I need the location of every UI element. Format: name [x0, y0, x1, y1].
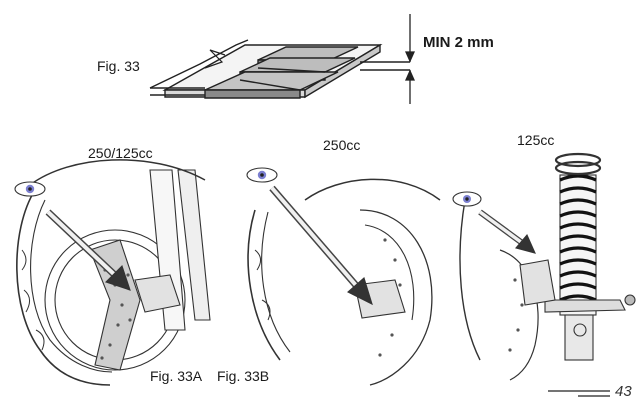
panel-2-caption: 250cc — [323, 137, 361, 153]
eye-icon — [452, 191, 482, 207]
page-number: 43 — [615, 383, 632, 400]
panel-3-caption: 125cc — [517, 132, 555, 148]
measurement-arrows — [404, 14, 416, 104]
panel-3-front-suspension — [459, 152, 636, 381]
eye-icon — [246, 167, 278, 183]
brake-pad-drawing — [149, 39, 410, 99]
panel-1-caption: 250/125cc — [88, 145, 153, 161]
fig-33b-caption: Fig. 33B — [217, 368, 270, 384]
panel-2-front-wheel — [247, 178, 441, 386]
panel-1-front-wheel — [16, 159, 211, 386]
fig-33a-caption: Fig. 33A — [150, 368, 203, 384]
min-thickness-label: MIN 2 mm — [423, 34, 494, 51]
fig-33-label: Fig. 33 — [97, 58, 140, 74]
eye-icon — [14, 181, 46, 197]
page-number-rule — [548, 390, 610, 397]
